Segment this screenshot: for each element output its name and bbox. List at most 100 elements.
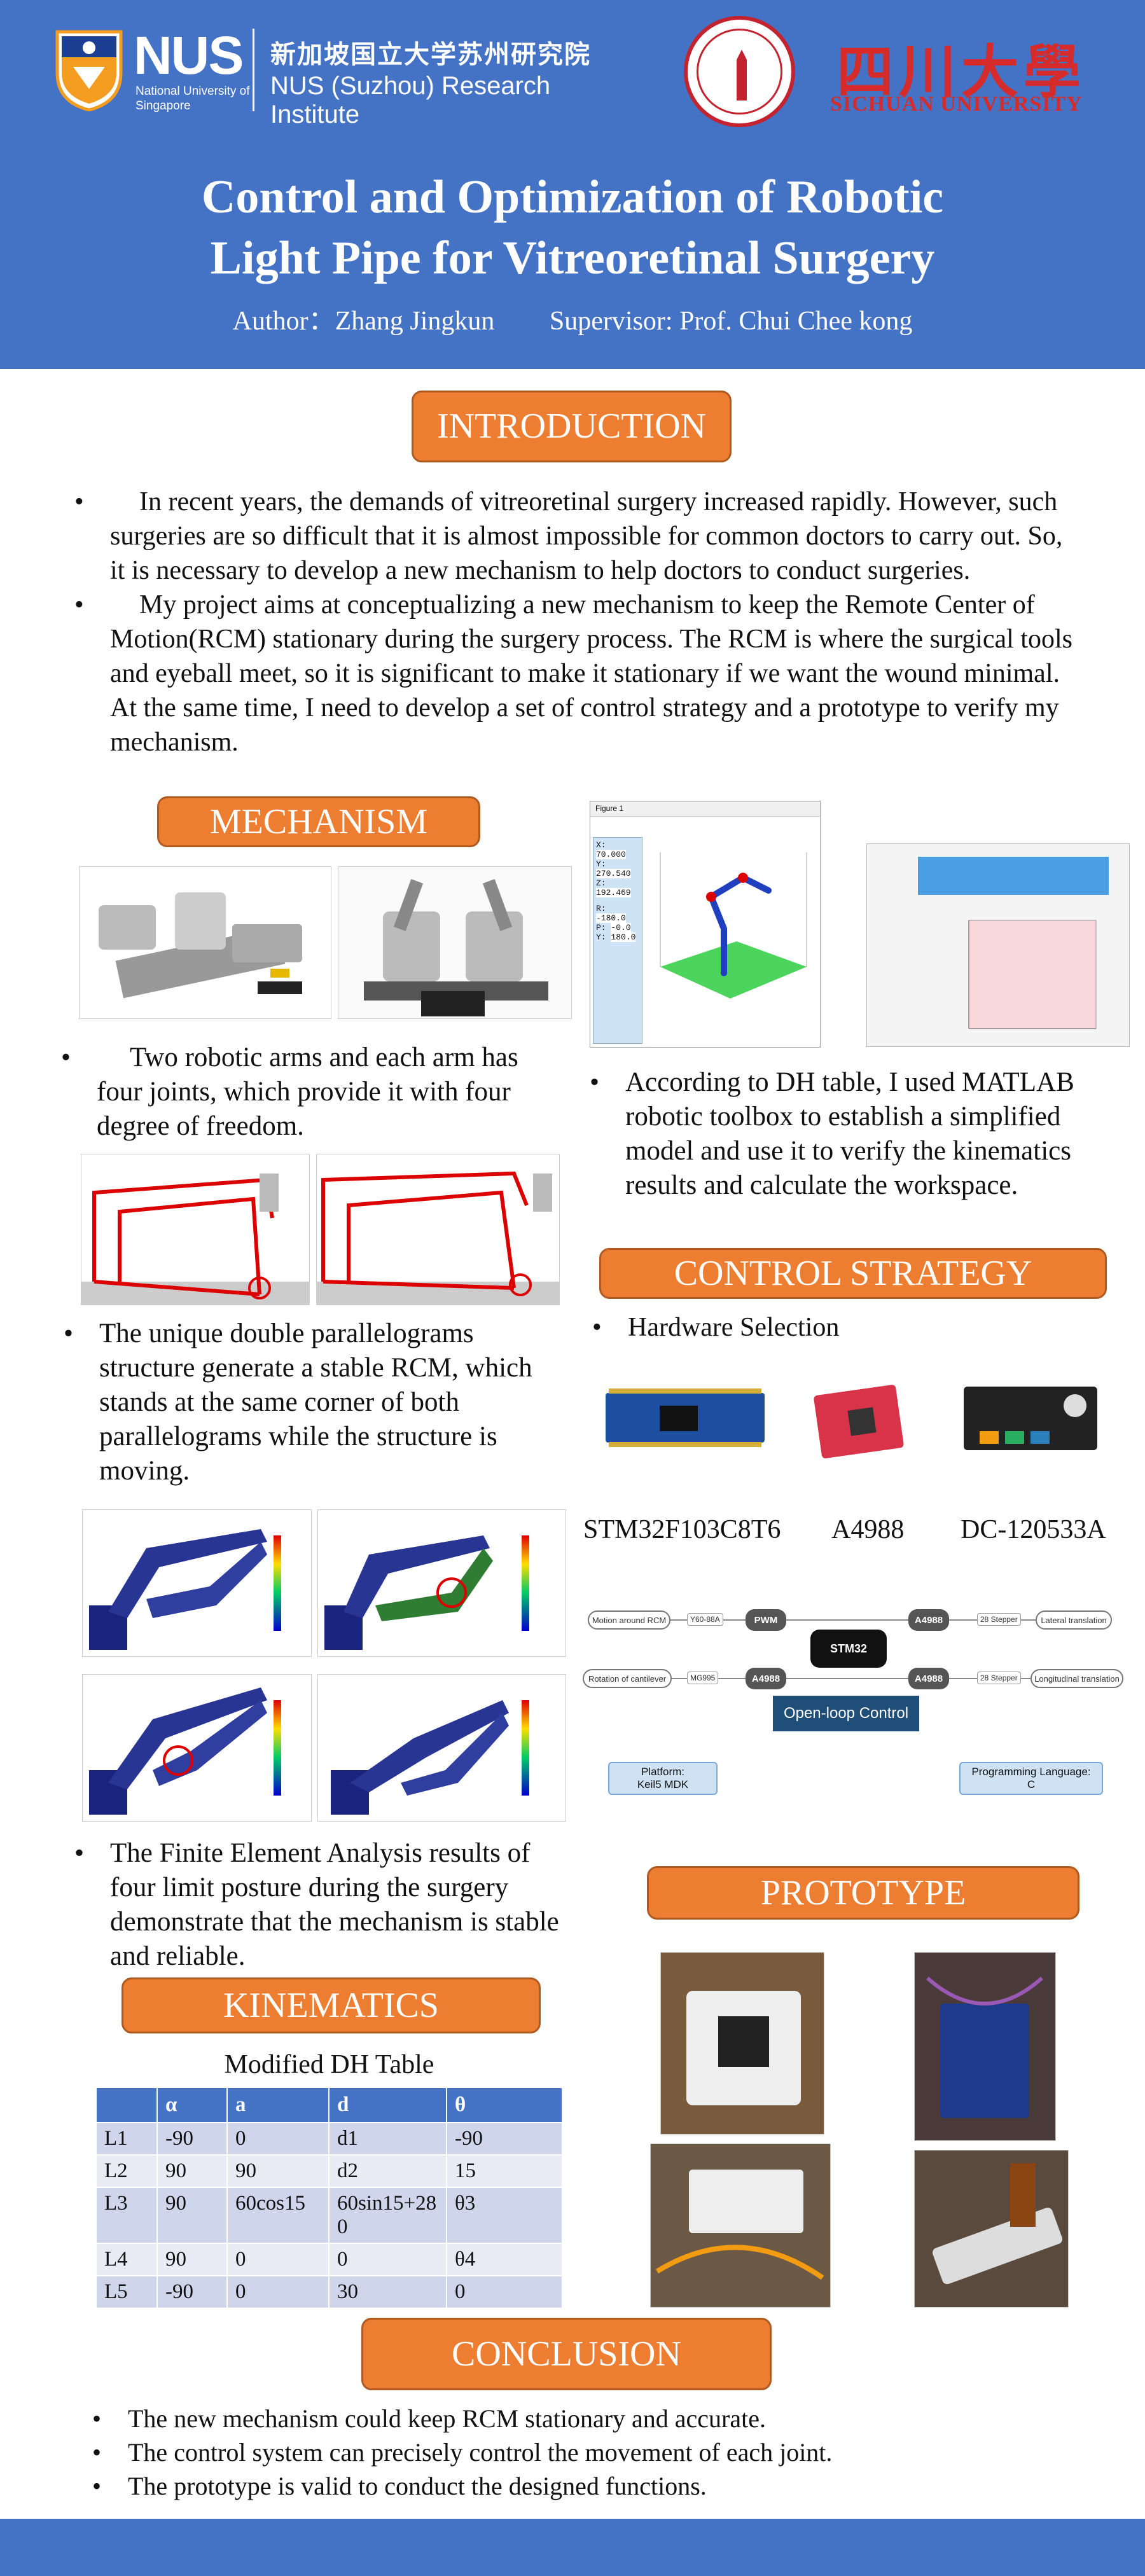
flow-a4988-right-2: A4988 [908, 1668, 949, 1689]
table-cell: 30 [328, 2275, 447, 2309]
table-row: L4 90 0 0 θ4 [95, 2243, 563, 2276]
mechanism-bullet-list-3: The Finite Element Analysis results of f… [74, 1836, 574, 1974]
nus-logo: NUS National University of Singapore 新加坡… [54, 25, 639, 128]
table-cell: d1 [328, 2122, 447, 2156]
prototype-heading: PROTOTYPE [647, 1866, 1079, 1920]
table-cell: 60sin15+280 [328, 2187, 447, 2244]
prototype-photo-icon [655, 2170, 824, 2280]
flow-platform-box: Platform: Keil5 MDK [608, 1762, 718, 1795]
dh-col-header: d [328, 2087, 447, 2123]
flow-stm32-center: STM32 [810, 1630, 887, 1668]
author: Author：Zhang Jingkun [232, 307, 495, 336]
table-cell: 0 [328, 2243, 447, 2276]
matlab-readout-row: P: -0.0 [596, 923, 631, 932]
poster-header: NUS National University of Singapore 新加坡… [0, 0, 1145, 369]
nus-institute-en: NUS (Suzhou) Research Institute [270, 72, 551, 128]
flow-connector [655, 1619, 1062, 1621]
title-line-2: Light Pipe for Vitreoretinal Surgery [210, 232, 935, 284]
parallelogram-render-2 [316, 1154, 560, 1305]
flow-open-loop-control: Open-loop Control [773, 1696, 919, 1731]
introduction-heading: INTRODUCTION [412, 391, 732, 462]
table-cell: d2 [328, 2154, 447, 2188]
table-cell: 0 [446, 2275, 563, 2309]
workspace-plot [866, 843, 1130, 1047]
conclusion-bullet-2: The control system can precisely control… [92, 2435, 1082, 2469]
dh-table-title: Modified DH Table [224, 2050, 434, 2079]
tower-icon [737, 50, 747, 100]
parallelogram-diagram-icon [81, 1174, 309, 1305]
flow-language-box: Programming Language: C [959, 1762, 1103, 1795]
mechanism-render-1 [79, 866, 331, 1019]
matlab-3d-plot-icon [660, 852, 807, 999]
prototype-photo-1 [660, 1952, 824, 2135]
matlab-readout-row: Y: 180.0 [596, 932, 636, 942]
prototype-photo-icon [926, 1976, 1043, 2118]
table-cell: L4 [95, 2243, 158, 2276]
introduction-bullets: In recent years, the demands of vitreore… [74, 485, 1074, 759]
control-flow-diagram: Motion around RCM Rotation of cantilever… [579, 1590, 1139, 1800]
table-cell: -90 [156, 2275, 228, 2309]
matlab-readout-row: Z: 192.469 [596, 878, 631, 897]
flow-y60: Y60-88A [687, 1613, 723, 1626]
mechanism-bullet-2: The unique double parallelograms structu… [64, 1317, 570, 1488]
table-cell: θ3 [446, 2187, 563, 2244]
stm32-board-icon [606, 1388, 765, 1447]
control-heading: CONTROL STRATEGY [599, 1248, 1107, 1299]
sichuan-name-cn: 四川大學 [836, 38, 1086, 106]
table-row: L5 -90 0 30 0 [95, 2275, 563, 2309]
dh-table: α a d θ L1 -90 0 d1 -90 L2 90 90 d2 15 L… [95, 2087, 563, 2309]
flow-stepper-2: 28 Stepper [977, 1672, 1021, 1684]
hw-label-dc: DC-120533A [961, 1515, 1106, 1544]
fea-render-1 [82, 1509, 312, 1657]
table-cell: -90 [446, 2122, 563, 2156]
fea-render-2 [317, 1509, 566, 1657]
table-cell: 60cos15 [226, 2187, 330, 2244]
table-cell: 90 [156, 2154, 228, 2188]
matlab-readout-row: Y: 270.540 [596, 859, 631, 878]
mechanism-bullet-3: The Finite Element Analysis results of f… [74, 1836, 574, 1974]
table-cell: 0 [226, 2122, 330, 2156]
table-cell: L1 [95, 2122, 158, 2156]
table-row: L3 90 60cos15 60sin15+280 θ3 [95, 2187, 563, 2244]
logo-divider [253, 29, 254, 111]
flow-a4988-left: A4988 [746, 1668, 786, 1689]
table-row: L2 90 90 d2 15 [95, 2154, 563, 2188]
matlab-bullet-list: According to DH table, I used MATLAB rob… [590, 1065, 1109, 1203]
matlab-readout-row: R: -180.0 [596, 904, 626, 923]
prototype-photo-3 [650, 2143, 831, 2308]
table-cell: L3 [95, 2187, 158, 2244]
matlab-readout-row: X: 70.000 [596, 840, 626, 859]
mechanism-bullet-list-1: Two robotic arms and each arm has four j… [61, 1041, 567, 1144]
dh-col-header: θ [446, 2087, 563, 2123]
flow-longitudinal-translation: Longitudinal translation [1030, 1669, 1123, 1688]
table-cell: 90 [226, 2154, 330, 2188]
flow-rotation-cantilever: Rotation of cantilever [583, 1669, 672, 1688]
conclusion-bullet-1: The new mechanism could keep RCM station… [92, 2402, 1082, 2435]
hardware-bullet-list: Hardware Selection [592, 1310, 1073, 1345]
sichuan-seal-icon [684, 16, 795, 127]
flow-mg995: MG995 [687, 1672, 719, 1684]
fea-render-3 [82, 1674, 312, 1822]
fea-result-icon [89, 1687, 281, 1815]
table-cell: -90 [156, 2122, 228, 2156]
flow-lateral-translation: Lateral translation [1036, 1610, 1112, 1630]
table-cell: 0 [226, 2243, 330, 2276]
dh-table-header-row: α a d θ [95, 2087, 563, 2123]
supervisor: Supervisor: Prof. Chui Chee kong [549, 307, 913, 336]
hardware-bullet: Hardware Selection [592, 1310, 1073, 1345]
a4988-board-icon [814, 1385, 904, 1458]
table-row: L1 -90 0 d1 -90 [95, 2122, 563, 2156]
mechanism-heading: MECHANISM [157, 796, 480, 847]
flow-connector [655, 1678, 1062, 1679]
prototype-photo-2 [914, 1952, 1056, 2141]
nus-institute-cn: 新加坡国立大学苏州研究院 [270, 40, 591, 69]
conclusion-heading: CONCLUSION [361, 2318, 772, 2390]
prototype-photo-icon [933, 2163, 1062, 2285]
stm32-board-image [602, 1383, 768, 1452]
nus-shield-icon [55, 30, 123, 111]
flow-stepper-1: 28 Stepper [977, 1613, 1021, 1626]
intro-bullet-1: In recent years, the demands of vitreore… [74, 485, 1074, 588]
fea-result-icon [89, 1529, 281, 1650]
table-cell: L5 [95, 2275, 158, 2309]
nus-wordmark: NUS [134, 25, 244, 85]
